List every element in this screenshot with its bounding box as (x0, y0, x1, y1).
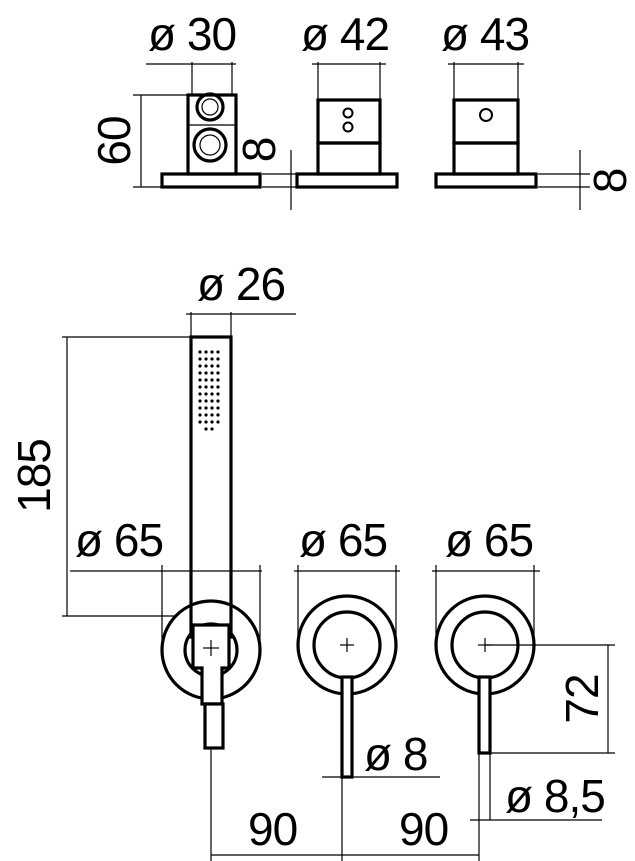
dim-h185: 185 (8, 336, 191, 617)
holder-side-view (160, 62, 262, 189)
dim-spacing-90-right-label: 90 (399, 803, 448, 855)
dim-d65-left-label: ø 65 (75, 514, 163, 566)
dim-d26-label: ø 26 (197, 258, 285, 310)
dim-spacing: 90 90 (211, 803, 479, 856)
dim-d30-label: ø 30 (148, 8, 236, 60)
dim-d65-left: ø 65 (70, 514, 262, 640)
dim-h60-label: 60 (88, 116, 140, 165)
mixer-front-mid (296, 565, 398, 861)
dim-d85: ø 8,5 (470, 770, 606, 822)
dim-h8-left-label: 8 (233, 138, 285, 163)
handle-side-view-mid (295, 62, 399, 189)
dim-d26: ø 26 (186, 258, 296, 337)
dim-h8-right-label: 8 (584, 169, 635, 194)
dim-d43: ø 43 (441, 8, 530, 65)
dim-d8: ø 8 (322, 728, 440, 780)
dim-d65-right-label: ø 65 (445, 514, 533, 566)
dim-d42-label: ø 42 (301, 8, 389, 60)
dim-d65-mid: ø 65 (294, 514, 400, 572)
dim-h8-left: 8 (233, 138, 300, 210)
hand-shower (160, 335, 262, 861)
dim-d8-label: ø 8 (364, 728, 427, 780)
shower-nozzles (198, 350, 220, 431)
dim-h8-right: 8 (538, 150, 635, 210)
dim-h185-label: 185 (8, 439, 60, 513)
dim-72: 72 (485, 644, 615, 754)
dim-d85-label: ø 8,5 (505, 770, 605, 822)
dim-d43-label: ø 43 (441, 8, 529, 60)
dim-d65-mid-label: ø 65 (299, 514, 387, 566)
handle-side-view-right (434, 62, 538, 189)
dim-h60: 60 (88, 94, 188, 188)
dim-d42: ø 42 (301, 8, 390, 65)
dim-spacing-90-left-label: 90 (248, 803, 297, 855)
dim-d30: ø 30 (146, 8, 237, 65)
dim-72-label: 72 (556, 674, 608, 723)
dim-d65-right: ø 65 (432, 514, 540, 572)
